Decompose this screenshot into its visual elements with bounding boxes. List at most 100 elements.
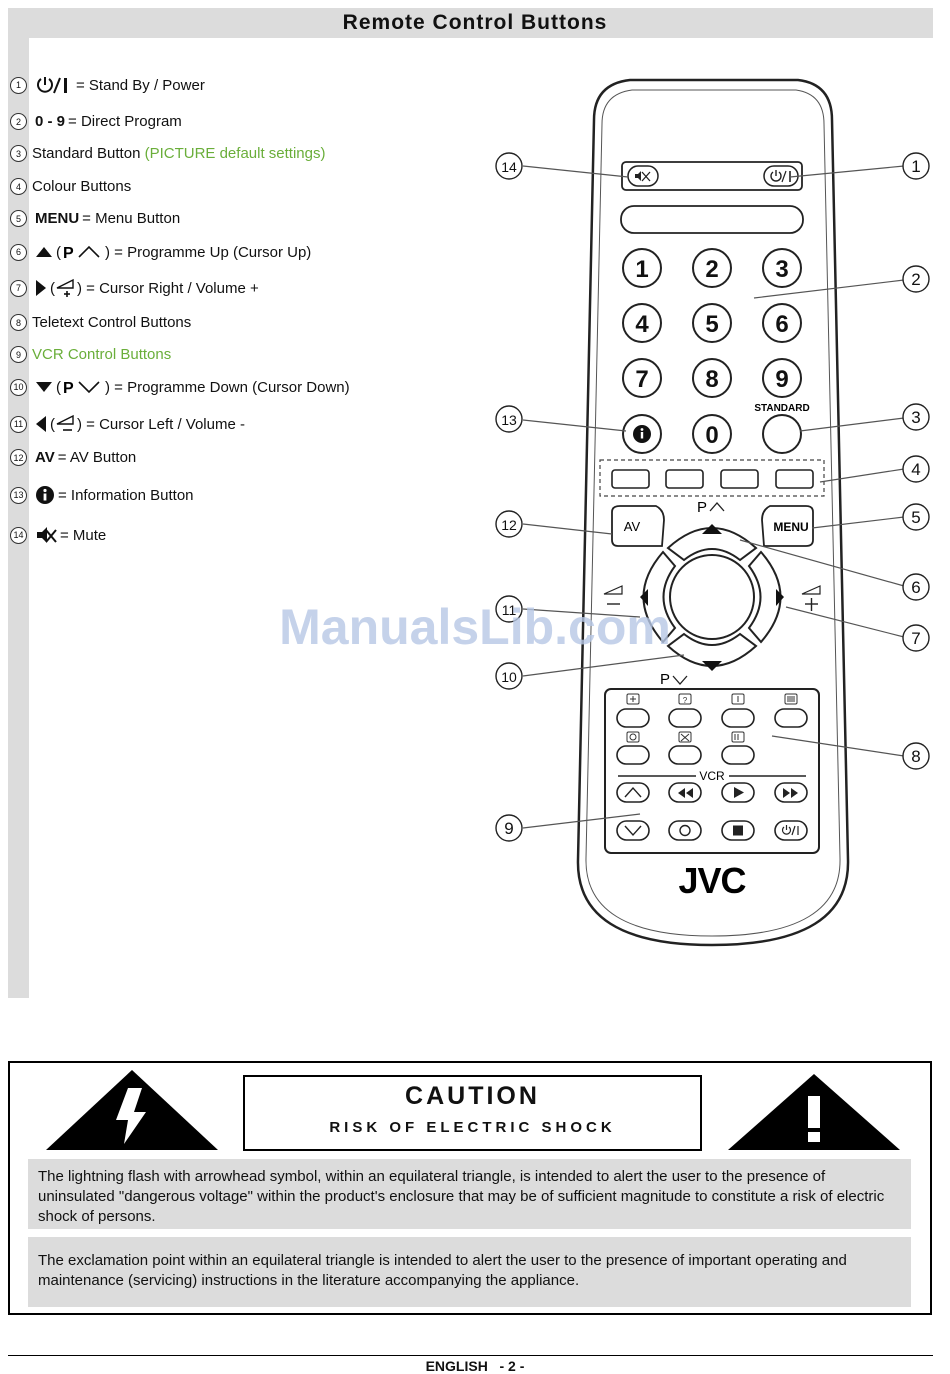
- p-up-label: P: [697, 499, 725, 516]
- legend-item-4: 4 Colour Buttons: [10, 178, 131, 195]
- teletext-vcr-panel: [604, 688, 820, 854]
- callout-numbers: 1 2 3 4 5 6 7 8 9 10 11 12 13 14: [495, 152, 930, 842]
- svg-text:0: 0: [705, 422, 718, 449]
- legend-text: = Information Button: [58, 486, 194, 504]
- svg-text:4: 4: [911, 460, 920, 479]
- svg-text:7: 7: [911, 629, 920, 648]
- colour-button-yellow: [720, 469, 759, 489]
- legend-text: ) = Programme Down (Cursor Down): [105, 378, 350, 396]
- svg-text:4: 4: [635, 311, 649, 338]
- legend-number: 1: [10, 76, 27, 94]
- legend-text: = Mute: [60, 526, 107, 544]
- info-icon: [35, 485, 55, 505]
- exclamation-note: The exclamation point within an equilate…: [28, 1237, 911, 1307]
- header-bar: [8, 8, 933, 38]
- svg-text:MENU: MENU: [773, 520, 808, 534]
- legend-text: ) = Cursor Left / Volume -: [77, 415, 245, 433]
- legend-item-3: 3 Standard Button (PICTURE default setti…: [10, 145, 326, 162]
- legend-number: 7: [10, 279, 27, 297]
- legend-text: = AV Button: [57, 449, 137, 466]
- legend-text: = Menu Button: [82, 210, 181, 227]
- volume-down-mark: [603, 585, 623, 605]
- teletext-button: [668, 708, 702, 728]
- arrow-left-icon: [35, 415, 47, 433]
- remote-control-illustration: 1 2 3 4 5 6 7 8 9 0 STANDARD AV MENU P P: [495, 78, 930, 947]
- svg-text:3: 3: [911, 408, 920, 427]
- legend-text: VCR Control Buttons: [32, 346, 172, 363]
- legend-number: 13: [10, 486, 27, 504]
- svg-text:6: 6: [911, 578, 920, 597]
- rewind-icon: [678, 788, 693, 798]
- svg-text:STANDARD: STANDARD: [754, 403, 809, 414]
- caution-subtitle: RISK OF ELECTRIC SHOCK: [329, 1119, 616, 1136]
- brand-logo: JVC: [678, 860, 746, 901]
- legend-number: 4: [10, 178, 27, 195]
- legend-number: 12: [10, 449, 27, 466]
- legend-text: Colour Buttons: [32, 178, 132, 195]
- callout-1: 1: [902, 152, 930, 180]
- svg-text:9: 9: [775, 366, 788, 393]
- callout-3: 3: [902, 403, 930, 431]
- legend-text: ) = Cursor Right / Volume +: [77, 279, 259, 297]
- legend-text: Teletext Control Buttons: [32, 314, 192, 331]
- mute-icon: [35, 525, 57, 545]
- vcr-channel-down-button: [616, 820, 650, 841]
- callout-6: 6: [902, 573, 930, 601]
- legend-item-7: 7 ( ) = Cursor Right / Volume +: [10, 278, 259, 298]
- callout-lines: [522, 165, 905, 829]
- arrow-down-icon: [35, 381, 53, 393]
- svg-text:2: 2: [705, 256, 718, 283]
- legend-number: 9: [10, 346, 27, 363]
- display-window: [620, 205, 804, 234]
- callout-11: 11: [495, 595, 523, 623]
- svg-text:10: 10: [501, 669, 517, 685]
- down-button: [666, 632, 758, 667]
- digit-7-button: 7: [622, 358, 662, 398]
- lightning-note: The lightning flash with arrowhead symbo…: [28, 1159, 911, 1229]
- right-arrow-icon: [776, 589, 784, 606]
- legend-number: 2: [10, 113, 27, 130]
- standby-icon: [781, 825, 799, 836]
- p-down-label: P: [660, 671, 688, 688]
- teletext-time-icon: [626, 731, 640, 743]
- volume-up-mark: [801, 585, 821, 611]
- mute-button: [627, 165, 659, 187]
- svg-text:P: P: [697, 499, 707, 516]
- callout-13: 13: [495, 405, 523, 433]
- standard-button: STANDARD: [754, 403, 810, 454]
- info-button: [622, 414, 662, 454]
- legend-item-14: 14 = Mute: [10, 525, 106, 545]
- svg-text:8: 8: [705, 366, 718, 393]
- svg-text:1: 1: [635, 256, 648, 283]
- legend-key: MENU: [35, 210, 80, 227]
- callout-14: 14: [495, 152, 523, 180]
- teletext-button: [721, 708, 755, 728]
- volume-down-icon: (: [50, 414, 77, 434]
- svg-text:?: ?: [683, 696, 688, 705]
- arrow-right-icon: [35, 279, 47, 297]
- svg-text:3: 3: [775, 256, 788, 283]
- digit-6-button: 6: [762, 303, 802, 343]
- caution-title-box: [243, 1075, 702, 1151]
- svg-text:9: 9: [504, 819, 513, 838]
- legend-text: ) = Programme Up (Cursor Up): [105, 243, 312, 261]
- svg-text:6: 6: [775, 311, 788, 338]
- teletext-button: [668, 745, 702, 765]
- legend-number: 14: [10, 526, 27, 544]
- legend-key: 0 - 9: [35, 113, 66, 130]
- svg-text:5: 5: [705, 311, 718, 338]
- record-icon: [679, 824, 691, 837]
- digit-0-button: 0: [692, 414, 732, 454]
- teletext-button: [721, 745, 755, 765]
- fast-forward-icon: [783, 788, 798, 798]
- right-button: [747, 550, 782, 644]
- digit-4-button: 4: [622, 303, 662, 343]
- legend-key: AV: [35, 449, 55, 466]
- callout-7: 7: [902, 624, 930, 652]
- callout-10: 10: [495, 662, 523, 690]
- legend-item-10: 10 (P ) = Programme Down (Cursor Down): [10, 378, 350, 396]
- svg-text:13: 13: [501, 412, 517, 428]
- legend-number: 3: [10, 145, 27, 162]
- mute-icon: [635, 171, 651, 182]
- legend-text: Standard Button: [32, 145, 141, 162]
